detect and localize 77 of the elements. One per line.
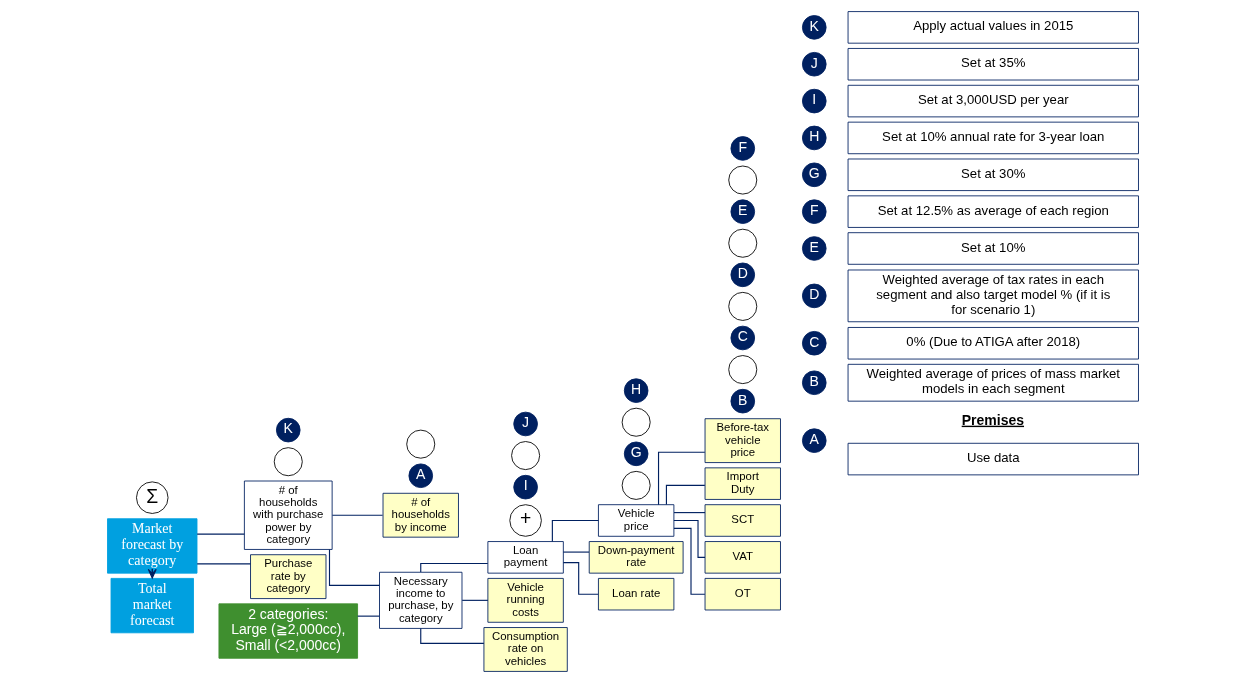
node-box: Apply actual values in 2015 <box>847 11 1139 44</box>
node-box: # of households with purchase power by category <box>243 480 333 550</box>
node-circle: Σ <box>135 481 168 514</box>
connector <box>562 562 599 595</box>
node-circle: B <box>729 388 755 414</box>
node-circle <box>273 447 303 477</box>
node-circle: B <box>801 370 827 395</box>
node-box: Weighted average of tax rates in each segment and also target model % (if it is for scenario 1) <box>847 269 1139 323</box>
arrow <box>147 568 157 579</box>
node-box: Import Duty <box>704 467 781 500</box>
node-box: Total market forecast <box>110 577 194 634</box>
node-box: VAT <box>704 541 781 574</box>
node-box: Consumption rate on vehicles <box>483 627 568 672</box>
connector <box>196 563 251 565</box>
node-circle: G <box>801 162 827 188</box>
node-box: Weighted average of prices of mass market models in each segment <box>847 363 1139 402</box>
node-circle <box>621 470 651 500</box>
node-circle: D <box>801 283 827 309</box>
node-circle: E <box>801 236 827 261</box>
node-box: 2 categories: Large (≧2,000cc), Small (<2,000cc) <box>218 603 358 659</box>
connector <box>419 562 488 573</box>
node-circle: K <box>801 15 827 40</box>
node-circle: H <box>623 378 648 403</box>
node-circle: A <box>801 428 827 453</box>
node-box: Set at 3,000USD per year <box>847 84 1139 118</box>
node-box: Purchase rate by category <box>249 554 326 600</box>
node-circle: G <box>623 441 648 467</box>
node-circle: D <box>729 262 755 288</box>
node-circle <box>727 355 757 385</box>
node-circle: E <box>729 199 755 224</box>
node-box: OT <box>704 577 781 611</box>
node-circle <box>510 441 540 471</box>
connector <box>657 451 705 506</box>
node-circle: C <box>801 330 827 356</box>
node-circle: K <box>275 417 301 443</box>
connector <box>356 615 380 617</box>
node-circle: I <box>801 88 827 114</box>
node-box: Set at 12.5% as average of each region <box>847 195 1139 228</box>
label: Premises <box>961 411 1024 428</box>
node-circle: A <box>407 463 433 489</box>
node-box: Loan payment <box>486 541 564 574</box>
node-circle <box>405 429 435 459</box>
connector <box>562 551 590 553</box>
connector <box>672 519 706 558</box>
node-box: Vehicle price <box>597 504 674 537</box>
node-circle: + <box>508 504 542 537</box>
node-box: Vehicle running costs <box>486 577 564 623</box>
node-circle: J <box>512 411 538 437</box>
node-box: Loan rate <box>597 577 674 611</box>
node-box: Down-payment rate <box>588 541 684 574</box>
node-circle: J <box>801 51 827 77</box>
node-box: 0% (Due to ATIGA after 2018) <box>847 327 1139 360</box>
node-box: Before-tax vehicle price <box>704 418 781 464</box>
connector <box>551 519 599 543</box>
node-circle <box>621 407 651 437</box>
connector <box>665 484 705 506</box>
connector <box>461 599 488 601</box>
connector <box>328 548 380 586</box>
node-box: Necessary income to purchase, by category <box>378 571 462 629</box>
connector <box>196 533 245 535</box>
node-circle <box>727 291 757 321</box>
node-box: Set at 10% <box>847 232 1139 265</box>
node-circle <box>727 165 757 195</box>
node-box: # of households by income <box>382 492 459 538</box>
node-circle: I <box>512 474 538 500</box>
connector <box>331 514 383 516</box>
node-circle: H <box>801 125 827 151</box>
node-box: Set at 35% <box>847 48 1139 81</box>
node-box: Use data <box>847 442 1139 476</box>
node-circle <box>727 228 757 258</box>
connector <box>672 512 706 514</box>
node-circle: F <box>729 136 755 161</box>
node-box: SCT <box>704 504 781 537</box>
node-circle: C <box>729 325 755 351</box>
node-box: Set at 10% annual rate for 3-year loan <box>847 121 1139 155</box>
node-circle: F <box>801 199 827 224</box>
node-box: Set at 30% <box>847 158 1139 191</box>
